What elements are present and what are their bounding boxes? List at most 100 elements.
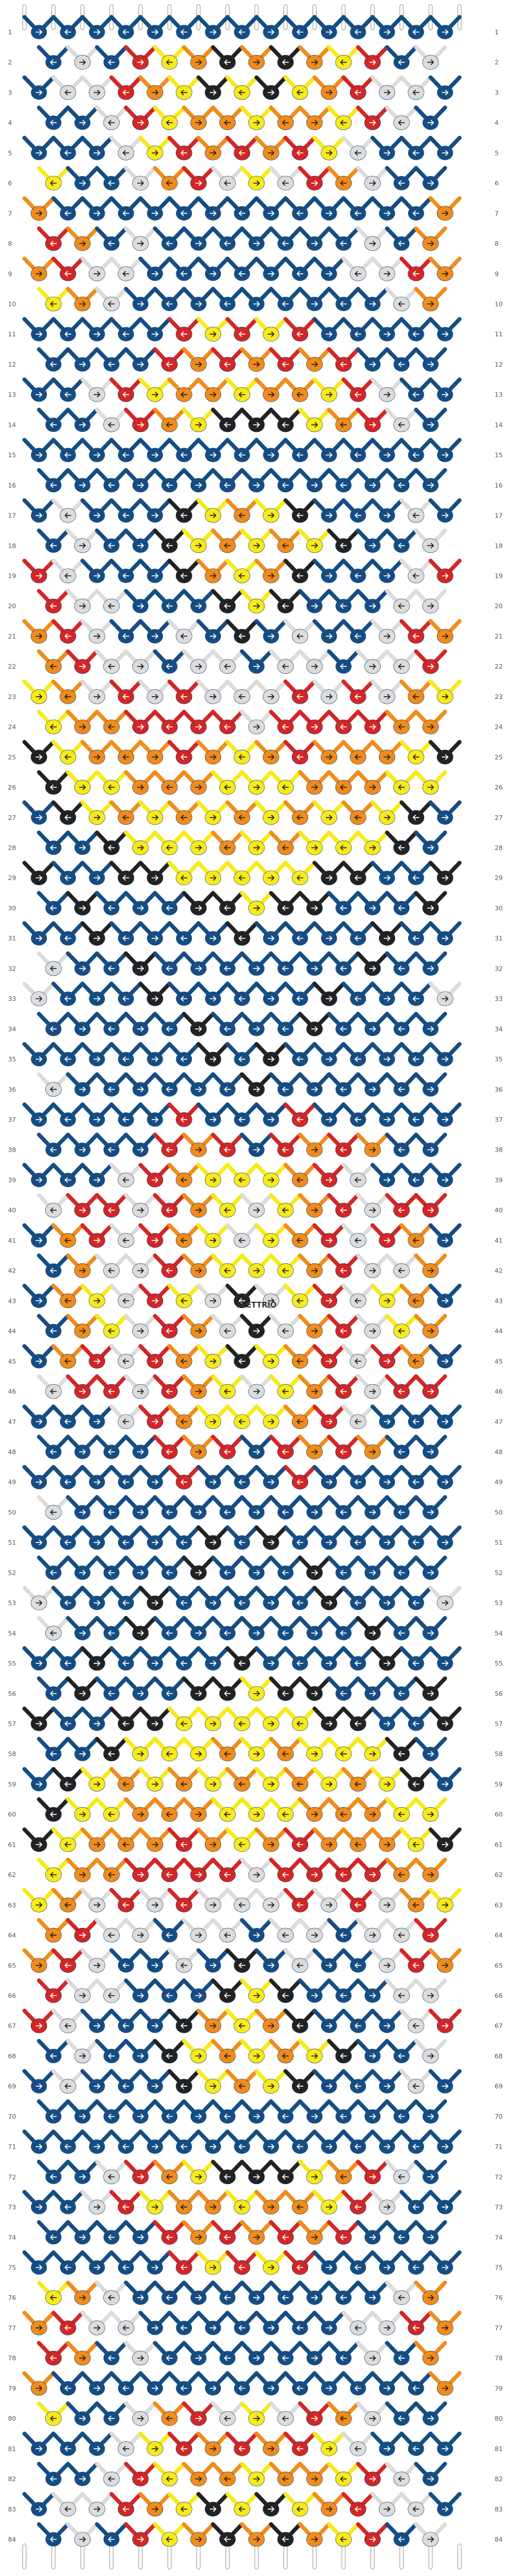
knot bbox=[387, 2222, 416, 2244]
knot bbox=[227, 682, 256, 704]
knot bbox=[199, 2433, 228, 2456]
knot bbox=[155, 47, 184, 69]
knot bbox=[286, 1769, 315, 1792]
row-number-right: 58 bbox=[495, 1750, 503, 1758]
knot bbox=[82, 2252, 112, 2275]
row-number-left: 28 bbox=[8, 845, 16, 852]
knot bbox=[82, 1286, 112, 1308]
knot bbox=[431, 198, 460, 221]
knot bbox=[401, 198, 431, 221]
knot bbox=[329, 2343, 358, 2365]
knot bbox=[416, 712, 445, 734]
knot bbox=[39, 2283, 68, 2305]
knot bbox=[199, 2071, 228, 2094]
knot bbox=[314, 1588, 344, 1610]
knot bbox=[227, 2313, 256, 2335]
knot bbox=[271, 2404, 300, 2426]
knot bbox=[314, 2433, 344, 2456]
knot bbox=[169, 621, 199, 643]
knot bbox=[314, 1105, 344, 1127]
row-number-right: 61 bbox=[495, 1841, 503, 1848]
knot bbox=[155, 1860, 184, 1882]
knot bbox=[344, 863, 373, 885]
knot bbox=[314, 2010, 344, 2033]
knot bbox=[271, 47, 300, 69]
knot bbox=[97, 1558, 126, 1580]
row-number-left: 16 bbox=[8, 482, 16, 489]
knot bbox=[199, 2313, 228, 2335]
knot bbox=[227, 258, 256, 281]
knot bbox=[39, 2464, 68, 2486]
knot bbox=[373, 1829, 402, 1852]
knot bbox=[140, 1044, 169, 1066]
knot bbox=[68, 893, 97, 916]
knot bbox=[97, 531, 126, 553]
knot bbox=[387, 1376, 416, 1399]
knot bbox=[256, 2131, 286, 2154]
knot bbox=[213, 1860, 242, 1882]
row-number-left: 18 bbox=[8, 542, 16, 549]
knot bbox=[140, 500, 169, 523]
knot bbox=[431, 1346, 460, 1368]
knot bbox=[82, 984, 112, 1006]
row-number-left: 11 bbox=[8, 331, 16, 338]
knot bbox=[387, 2041, 416, 2063]
row-number-right: 63 bbox=[495, 1902, 503, 1909]
knot bbox=[256, 923, 286, 945]
knot bbox=[126, 2464, 155, 2486]
knot bbox=[242, 2283, 271, 2305]
row-number-right: 5 bbox=[495, 150, 499, 157]
knot bbox=[286, 1407, 315, 1429]
knot bbox=[213, 1920, 242, 1942]
knot bbox=[184, 2162, 213, 2184]
knot bbox=[256, 1105, 286, 1127]
knot bbox=[242, 2404, 271, 2426]
knot bbox=[97, 1376, 126, 1399]
knot bbox=[82, 802, 112, 824]
knot bbox=[387, 229, 416, 251]
knot bbox=[140, 1346, 169, 1368]
knot bbox=[184, 410, 213, 432]
row-number-left: 36 bbox=[8, 1086, 16, 1093]
knot bbox=[373, 17, 402, 40]
knot bbox=[25, 1829, 54, 1852]
knot bbox=[329, 531, 358, 553]
row-number-right: 65 bbox=[495, 1962, 503, 1969]
string-end bbox=[81, 2544, 84, 2569]
knot bbox=[213, 1618, 242, 1640]
knot bbox=[97, 1981, 126, 2003]
knot bbox=[39, 531, 68, 553]
knot bbox=[82, 138, 112, 160]
knot bbox=[140, 1527, 169, 1550]
knot bbox=[140, 984, 169, 1006]
knot bbox=[431, 1165, 460, 1187]
knot bbox=[82, 1407, 112, 1429]
knot bbox=[97, 2222, 126, 2244]
row-number-right: 33 bbox=[495, 995, 503, 1003]
row-number-right: 48 bbox=[495, 1448, 503, 1456]
knot bbox=[286, 1286, 315, 1308]
knot bbox=[155, 2283, 184, 2305]
knot bbox=[82, 1467, 112, 1489]
knot bbox=[97, 168, 126, 190]
row-number-left: 49 bbox=[8, 1479, 16, 1486]
knot bbox=[314, 621, 344, 643]
knot bbox=[184, 1437, 213, 1459]
knot bbox=[68, 1920, 97, 1942]
knot bbox=[126, 651, 155, 674]
knot bbox=[314, 1407, 344, 1429]
knot bbox=[329, 47, 358, 69]
knot bbox=[300, 2041, 329, 2063]
knot bbox=[358, 2102, 387, 2124]
knot bbox=[358, 1014, 387, 1036]
knot bbox=[271, 1618, 300, 1640]
knot bbox=[169, 1648, 199, 1671]
knot bbox=[184, 47, 213, 69]
knot bbox=[242, 2343, 271, 2365]
knot bbox=[112, 319, 141, 341]
knot bbox=[373, 621, 402, 643]
knot bbox=[387, 2404, 416, 2426]
knot bbox=[314, 2192, 344, 2214]
knot bbox=[387, 168, 416, 190]
